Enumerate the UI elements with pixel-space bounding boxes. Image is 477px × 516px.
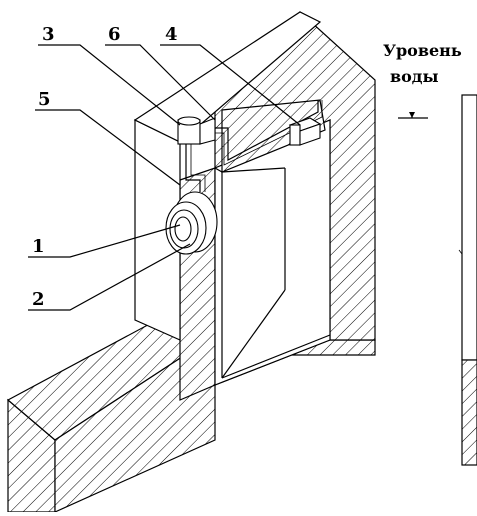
label-3: 3 <box>42 24 55 45</box>
device-1-2 <box>165 191 218 255</box>
device-3 <box>177 116 216 145</box>
water-level-section <box>398 94 477 466</box>
left-pier-top <box>133 11 322 143</box>
label-2: 2 <box>32 289 45 310</box>
label-4: 4 <box>165 24 178 45</box>
water-level-label-line1: Уровень <box>383 41 462 60</box>
pipework <box>185 100 323 192</box>
wall-structure <box>6 11 376 513</box>
pipe-4 <box>206 100 319 161</box>
leaders <box>28 44 301 311</box>
label-5: 5 <box>38 89 51 110</box>
water-level-label-line2: воды <box>390 67 439 86</box>
label-6: 6 <box>108 24 121 45</box>
pipe-5 <box>185 128 201 192</box>
device-4 <box>288 117 322 146</box>
label-1: 1 <box>32 236 45 257</box>
